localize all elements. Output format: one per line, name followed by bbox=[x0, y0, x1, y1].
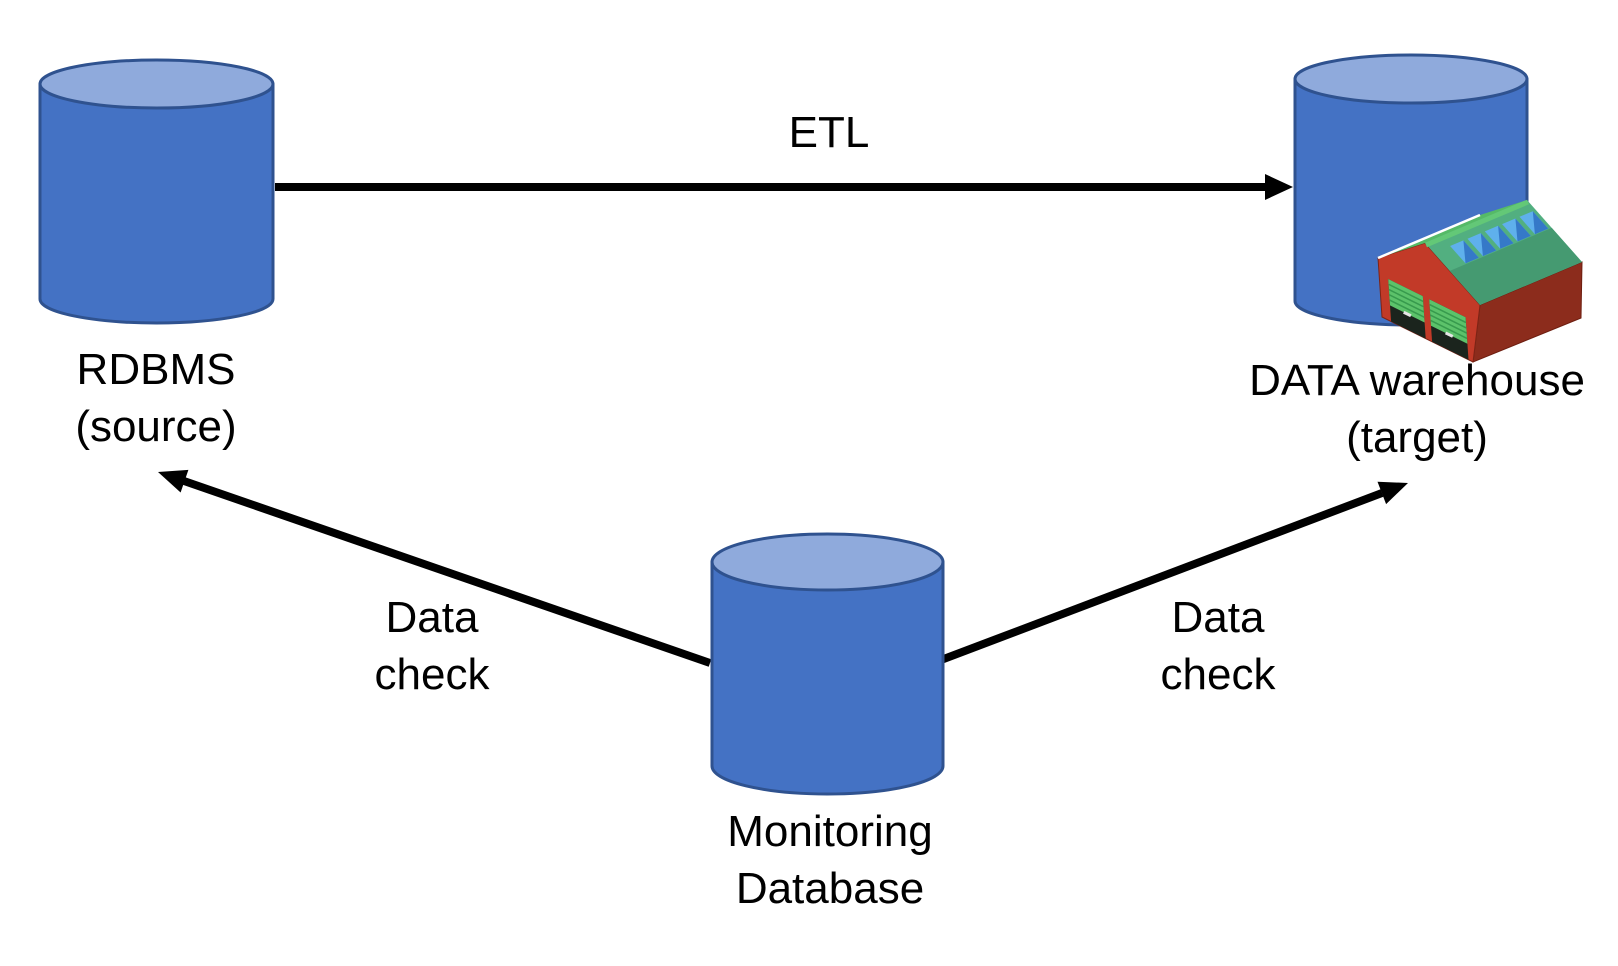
data-check-arrow-to-target bbox=[939, 481, 1408, 664]
warehouse-door-left bbox=[1388, 279, 1426, 339]
etl-arrow-label: ETL bbox=[789, 104, 870, 161]
database-cylinder-icon bbox=[710, 560, 945, 796]
data-warehouse-label: DATA warehouse (target) bbox=[1249, 352, 1585, 466]
skylight-shade bbox=[1480, 233, 1497, 257]
rdbms-node bbox=[38, 58, 275, 325]
data-check-right-line1: Data bbox=[1171, 593, 1265, 642]
door-handle bbox=[1444, 331, 1454, 338]
warehouse-roof-ridge bbox=[1425, 199, 1529, 248]
database-cylinder-top-icon bbox=[38, 58, 275, 110]
data-check-left-line bbox=[182, 477, 712, 667]
data-warehouse-label-line2: (target) bbox=[1346, 413, 1488, 462]
rdbms-label: RDBMS (source) bbox=[75, 341, 236, 455]
rdbms-label-line1: RDBMS bbox=[76, 345, 236, 394]
data-check-left-arrowhead-icon bbox=[158, 469, 189, 493]
skylight-shade bbox=[1463, 240, 1479, 264]
skylight-shade bbox=[1515, 218, 1531, 242]
data-check-right-line bbox=[939, 489, 1384, 664]
door-shutter-stripes bbox=[1429, 303, 1468, 340]
data-check-right-arrowhead-icon bbox=[1377, 481, 1408, 505]
door-shutter-stripes bbox=[1388, 283, 1425, 318]
data-warehouse-label-line1: DATA warehouse bbox=[1249, 356, 1585, 405]
door-shutter bbox=[1429, 299, 1468, 344]
data-check-left-line2: check bbox=[374, 650, 490, 699]
skylight-shade bbox=[1532, 211, 1549, 235]
database-cylinder-icon bbox=[38, 82, 275, 325]
warehouse-door-right bbox=[1429, 299, 1469, 360]
warehouse-roof-right-shadow bbox=[1449, 227, 1582, 305]
warehouse-building-icon bbox=[1377, 199, 1583, 363]
door-shutter bbox=[1388, 279, 1425, 323]
monitoring-db-label-line2: Database bbox=[735, 864, 925, 913]
warehouse-eave-highlight bbox=[1377, 213, 1481, 260]
monitoring-db-label-line1: Monitoring bbox=[727, 807, 933, 856]
database-cylinder-top-icon bbox=[710, 532, 945, 592]
data-check-right-line2: check bbox=[1160, 650, 1276, 699]
data-check-arrow-to-source bbox=[158, 469, 712, 667]
data-check-left-label: Data check bbox=[375, 589, 490, 703]
monitoring-db-label: Monitoring Database bbox=[727, 803, 932, 917]
etl-arrowhead-icon bbox=[1265, 174, 1293, 200]
door-handle bbox=[1403, 310, 1412, 318]
etl-label-text: ETL bbox=[788, 108, 870, 157]
monitoring-db-node bbox=[710, 532, 945, 796]
rdbms-label-line2: (source) bbox=[75, 402, 237, 451]
data-check-left-line1: Data bbox=[385, 593, 479, 642]
data-warehouse-node bbox=[1293, 53, 1583, 363]
etl-arrow bbox=[275, 174, 1293, 200]
skylight-shade bbox=[1498, 225, 1514, 249]
data-check-right-label: Data check bbox=[1161, 589, 1276, 703]
database-cylinder-top-icon bbox=[1293, 53, 1529, 105]
warehouse-skylights bbox=[1450, 211, 1549, 264]
